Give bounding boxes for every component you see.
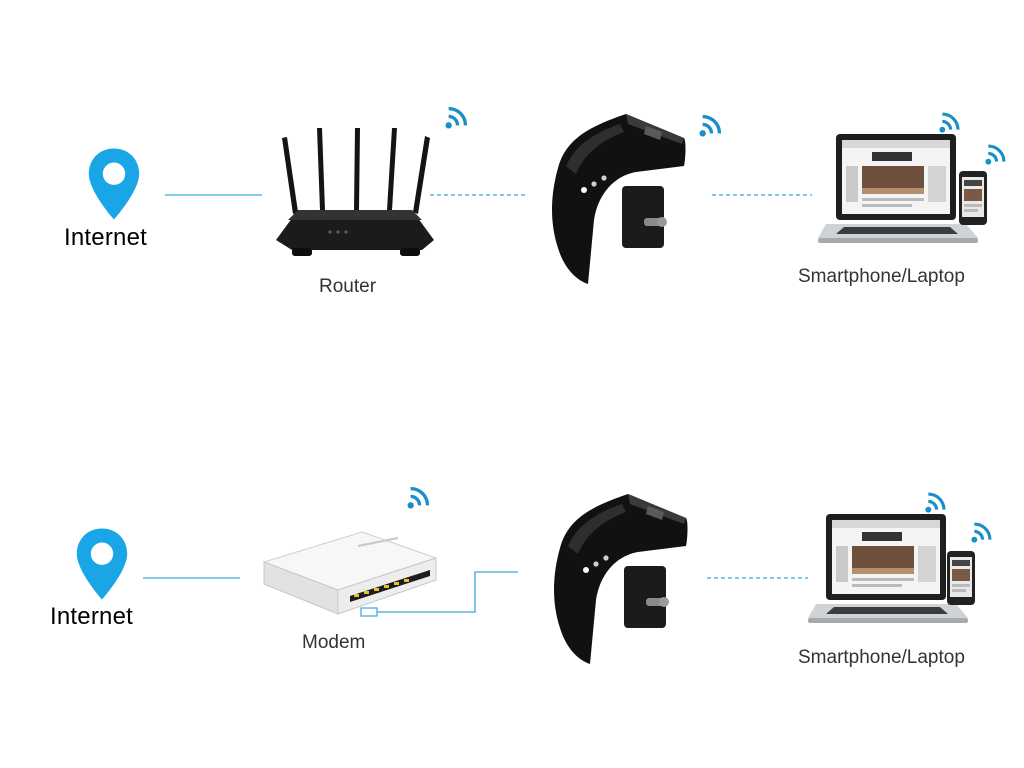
smartphone-icon [947, 551, 975, 605]
wifi-icon [924, 492, 946, 514]
client-label: Smartphone/Laptop [798, 266, 965, 287]
repeater-icon [552, 114, 686, 284]
client-label: Smartphone/Laptop [798, 647, 965, 668]
row-1 [88, 106, 1006, 284]
wifi-icon [984, 144, 1006, 166]
row-2 [76, 486, 992, 664]
repeater-icon [554, 494, 688, 664]
location-pin-icon [88, 148, 140, 220]
wifi-icon [698, 114, 722, 138]
internet-label: Internet [50, 603, 133, 630]
router-icon [276, 128, 434, 256]
laptop-icon [808, 514, 968, 623]
internet-label: Internet [64, 224, 147, 251]
wifi-icon [444, 106, 468, 130]
wifi-icon [970, 522, 992, 544]
location-pin-icon [76, 528, 128, 600]
laptop-icon [818, 134, 978, 243]
modem-icon [263, 531, 437, 615]
wifi-icon [406, 486, 430, 510]
wifi-icon [938, 112, 960, 134]
modem-label: Modem [302, 632, 366, 653]
smartphone-icon [959, 171, 987, 225]
ethernet-port [360, 607, 378, 617]
router-label: Router [319, 276, 377, 297]
ethernet-cable [377, 571, 518, 613]
